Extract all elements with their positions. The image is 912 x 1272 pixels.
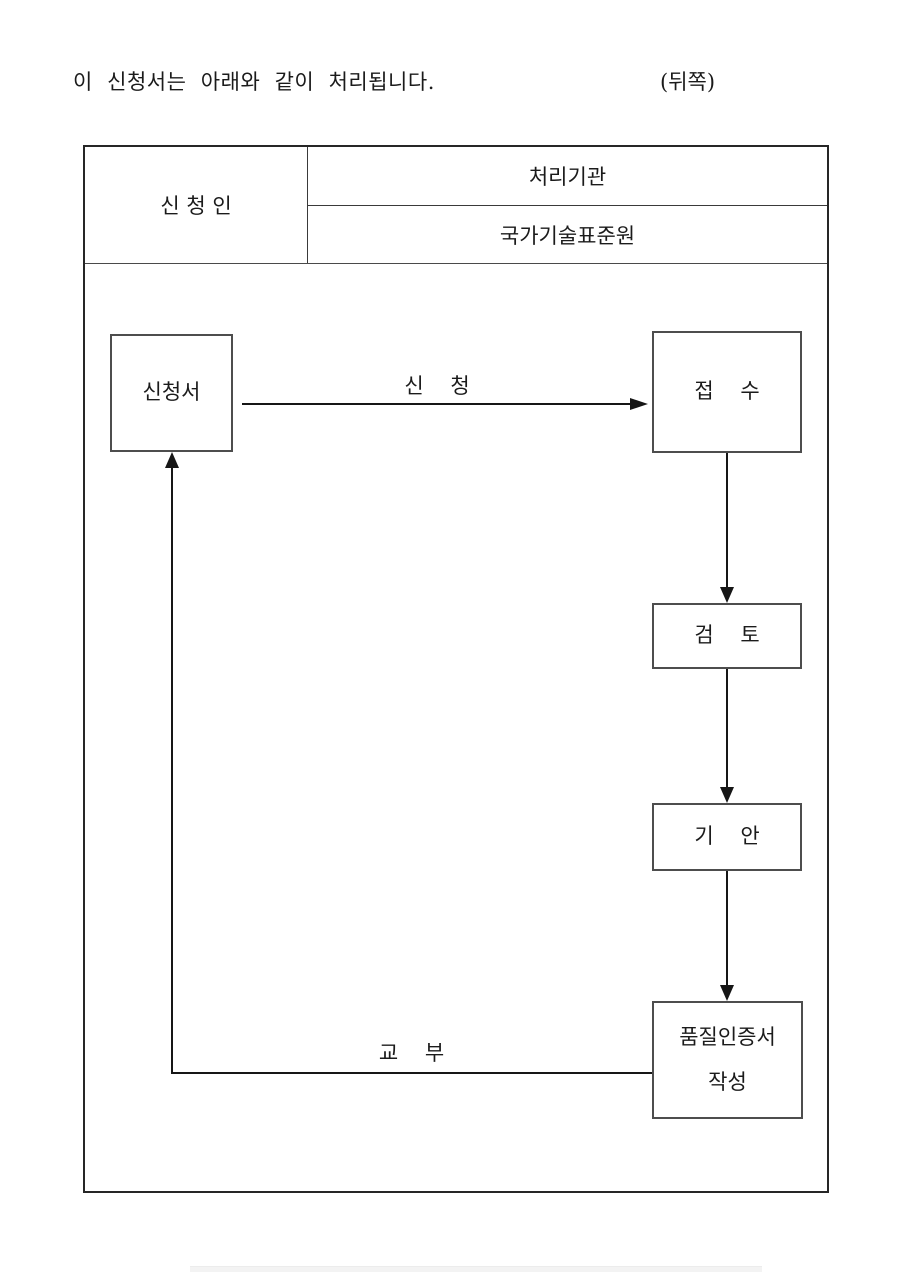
intro-text: 이 신청서는 아래와 같이 처리됩니다. bbox=[73, 70, 435, 94]
issue-label: 교 부 bbox=[378, 1041, 445, 1065]
issue-return-arrow-head-icon bbox=[165, 452, 179, 468]
agency-header-cell: 처리기관 bbox=[308, 147, 827, 206]
draft-to-certificate-arrow-line bbox=[726, 871, 728, 985]
draft-box: 기 안 bbox=[652, 803, 802, 871]
process-table: 신 청 인 처리기관 국가기술표준원 신청서 접 수 검 토 기 안 품질인증 bbox=[83, 145, 829, 1193]
receipt-box: 접 수 bbox=[652, 331, 802, 453]
receipt-label: 접 수 bbox=[694, 379, 760, 404]
certificate-label-line1: 품질인증서 bbox=[679, 1024, 776, 1049]
draft-to-certificate-arrow-head-icon bbox=[720, 985, 734, 1001]
certificate-box: 품질인증서 작성 bbox=[652, 1001, 803, 1119]
applicant-cell: 신 청 인 bbox=[85, 147, 308, 263]
apply-arrow-head-icon bbox=[630, 398, 648, 410]
review-to-draft-arrow-line bbox=[726, 669, 728, 787]
issue-return-vertical-line bbox=[171, 467, 173, 1074]
agency-name-cell: 국가기술표준원 bbox=[499, 223, 636, 248]
back-side-label: (뒤쪽) bbox=[660, 70, 716, 94]
apply-arrow-label: 신 청 bbox=[404, 374, 470, 398]
review-to-draft-arrow-head-icon bbox=[720, 787, 734, 803]
application-form-label: 신청서 bbox=[142, 380, 201, 405]
certificate-label-line2: 작성 bbox=[708, 1070, 747, 1094]
review-box: 검 토 bbox=[652, 603, 802, 669]
flowchart-area: 신청서 접 수 검 토 기 안 품질인증서 작성 신 청 bbox=[85, 264, 827, 1189]
bottom-shadow-bar bbox=[190, 1266, 762, 1272]
issue-return-horizontal-line bbox=[171, 1072, 652, 1074]
application-form-box: 신청서 bbox=[110, 334, 233, 452]
apply-arrow-line bbox=[242, 403, 632, 405]
review-label: 검 토 bbox=[694, 623, 760, 648]
draft-label: 기 안 bbox=[694, 824, 760, 849]
agency-column: 처리기관 국가기술표준원 bbox=[308, 147, 827, 263]
table-header-row: 신 청 인 처리기관 국가기술표준원 bbox=[85, 147, 827, 264]
receipt-to-review-arrow-head-icon bbox=[720, 587, 734, 603]
receipt-to-review-arrow-line bbox=[726, 453, 728, 587]
